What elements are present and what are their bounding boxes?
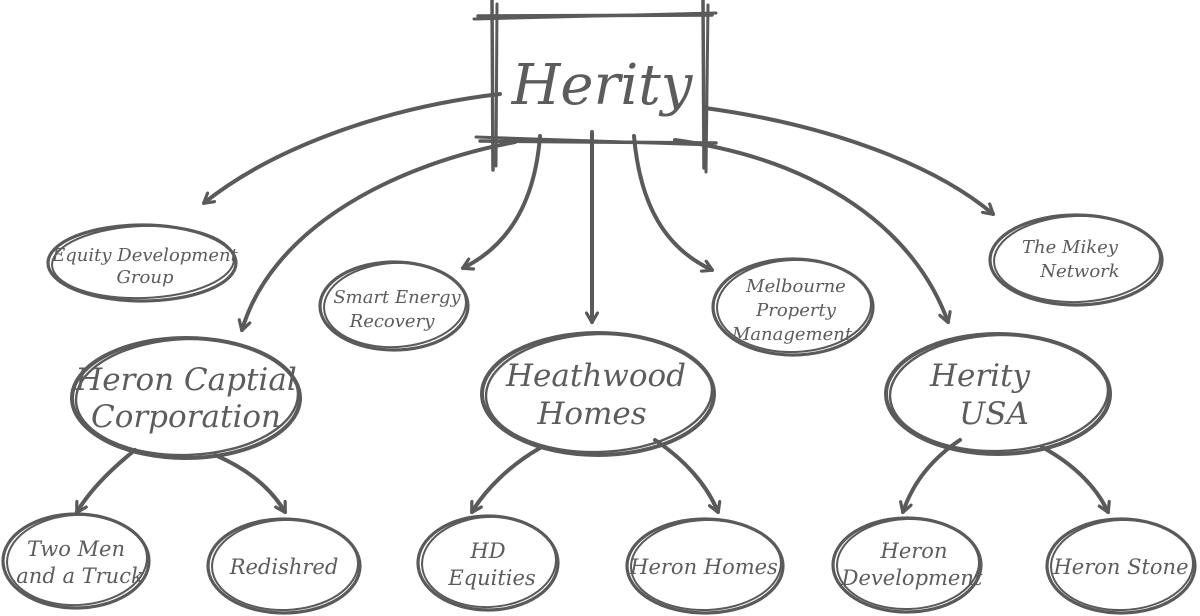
heron-stone-label: Heron Stone [1052, 555, 1188, 579]
two-men-label-1: Two Men [27, 537, 125, 561]
node-heron-stone: Heron Stone [1045, 517, 1197, 615]
edge-heron-captial-to-two-men-and-a-truck [75, 448, 137, 512]
heron-captial-corporation-label-1: Heron Captial [74, 362, 297, 398]
hd-equities-label-2: Equities [447, 566, 536, 590]
melbourne-label-2: Property [755, 300, 837, 321]
heron-homes-label: Heron Homes [629, 555, 778, 579]
the-mikey-network-label-2: Network [1039, 261, 1119, 282]
edge-heathwood-to-hd-equities [470, 446, 542, 512]
edge-herity-to-equity-development-group [202, 92, 502, 205]
heathwood-homes-label-1: Heathwood [505, 358, 686, 394]
node-heathwood-homes: Heathwood Homes [480, 331, 716, 457]
two-men-label-2: and a Truck [16, 564, 143, 588]
node-hd-equities: HD Equities [416, 514, 560, 612]
heathwood-homes-label-2: Homes [536, 396, 646, 432]
node-herity: Herity [472, 0, 718, 174]
node-two-men-and-a-truck: Two Men and a Truck [1, 512, 151, 610]
node-heron-homes: Heron Homes [625, 517, 785, 615]
node-smart-energy-recovery: Smart Energy Recovery [318, 260, 470, 352]
melbourne-label-3: Management [731, 324, 853, 345]
smart-energy-recovery-label-1: Smart Energy [333, 287, 461, 308]
smart-energy-recovery-label-2: Recovery [349, 311, 436, 332]
node-melbourne-property-management: Melbourne Property Management [711, 257, 875, 357]
herity-label: Herity [511, 53, 694, 118]
heron-captial-corporation-label-2: Corporation [91, 399, 281, 435]
node-redishred: Redishred [206, 517, 362, 615]
heron-development-label-1: Heron [880, 539, 948, 563]
edge-herity-usa-to-heron-stone [1040, 445, 1108, 512]
node-heron-development: Heron Development [831, 516, 983, 614]
edge-herity-to-melbourne-property-management [632, 134, 712, 270]
node-the-mikey-network: The Mikey Network [988, 213, 1164, 307]
the-mikey-network-label-1: The Mikey [1022, 237, 1119, 258]
node-equity-development-group: Equity Development Group [46, 223, 239, 303]
equity-development-group-label-2: Group [117, 267, 174, 288]
node-heron-captial-corporation: Heron Captial Corporation [70, 336, 302, 460]
edge-herity-to-heron-captial-corporation [242, 140, 517, 330]
hd-equities-label-1: HD [469, 539, 505, 563]
redishred-label: Redishred [229, 555, 339, 579]
edge-herity-to-the-mikey-network [703, 106, 995, 216]
herity-usa-label-1: Herity [929, 358, 1031, 394]
edge-heron-captial-to-redishred [213, 453, 287, 512]
equity-development-group-label-1: Equity Development [51, 245, 238, 266]
node-herity-usa: Herity USA [884, 332, 1112, 456]
edge-herity-to-herity-usa [673, 138, 948, 322]
herity-usa-label-2: USA [959, 396, 1029, 432]
melbourne-label-1: Melbourne [745, 276, 846, 297]
heron-development-label-2: Development [841, 566, 983, 590]
edge-heathwood-to-heron-homes [653, 438, 718, 512]
edge-herity-to-smart-energy-recovery [463, 134, 542, 268]
